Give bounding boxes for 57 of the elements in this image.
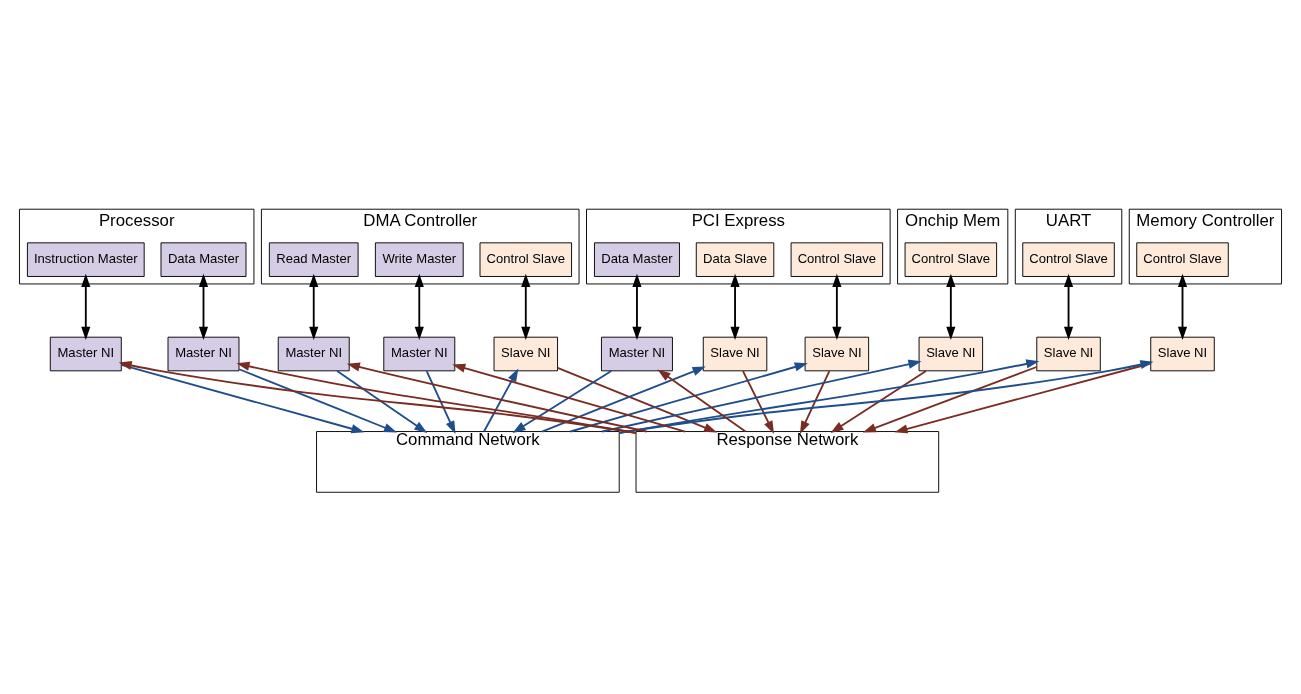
arrow (541, 366, 706, 433)
node-box: Instruction Master (26, 242, 145, 277)
arrow (336, 370, 428, 434)
arrow (830, 370, 927, 433)
arrow (632, 273, 642, 340)
node-box: Control Slave (479, 242, 573, 277)
arrow (452, 363, 687, 433)
node-box: Read Master (268, 242, 359, 277)
node-box: Data Slave (695, 242, 775, 277)
node-box: Response Network (635, 431, 940, 493)
arrow (309, 273, 319, 340)
arrow (118, 360, 637, 434)
arrow (601, 359, 922, 433)
arrow (425, 370, 456, 435)
node-box: Data Master (594, 242, 680, 277)
arrow (618, 360, 1154, 434)
arrow (657, 369, 747, 433)
arrow (556, 366, 718, 433)
arrow (894, 362, 1152, 434)
node-box: Master NI (49, 336, 122, 372)
node-box: Write Master (374, 242, 464, 277)
arrow (742, 370, 775, 434)
arrow (618, 359, 1040, 434)
node-box: Slave NI (702, 336, 768, 372)
node-box: Master NI (277, 336, 350, 372)
node-box: Command Network (316, 431, 620, 493)
arrow (1177, 273, 1188, 340)
node-box: Control Slave (1136, 242, 1229, 277)
arrow (946, 273, 956, 340)
arrow (862, 366, 1038, 433)
arrow (198, 273, 209, 340)
arrow (832, 273, 842, 340)
arrow (512, 370, 613, 433)
node-box: Slave NI (804, 336, 870, 372)
arrow (730, 273, 740, 340)
node-box: Slave NI (1036, 336, 1101, 372)
arrow (238, 368, 398, 433)
node-box: Slave NI (1150, 336, 1215, 372)
arrow (414, 273, 424, 340)
arrow (799, 370, 831, 435)
node-box: Master NI (167, 336, 240, 372)
arrow (1063, 273, 1074, 340)
node-box: Control Slave (904, 242, 998, 277)
arrow (236, 361, 637, 434)
node-box: Master NI (601, 336, 673, 372)
node-box: Slave NI (493, 336, 558, 372)
node-box: Master NI (383, 336, 456, 372)
node-box: Control Slave (1022, 242, 1115, 277)
arrow (81, 273, 91, 340)
arrow (569, 362, 808, 433)
arrow (346, 362, 648, 433)
arrow (483, 368, 519, 433)
arrow (120, 363, 365, 434)
arrow (521, 273, 531, 340)
node-box: Data Master (160, 242, 247, 277)
node-box: Control Slave (790, 242, 884, 277)
node-box: Slave NI (918, 336, 984, 372)
